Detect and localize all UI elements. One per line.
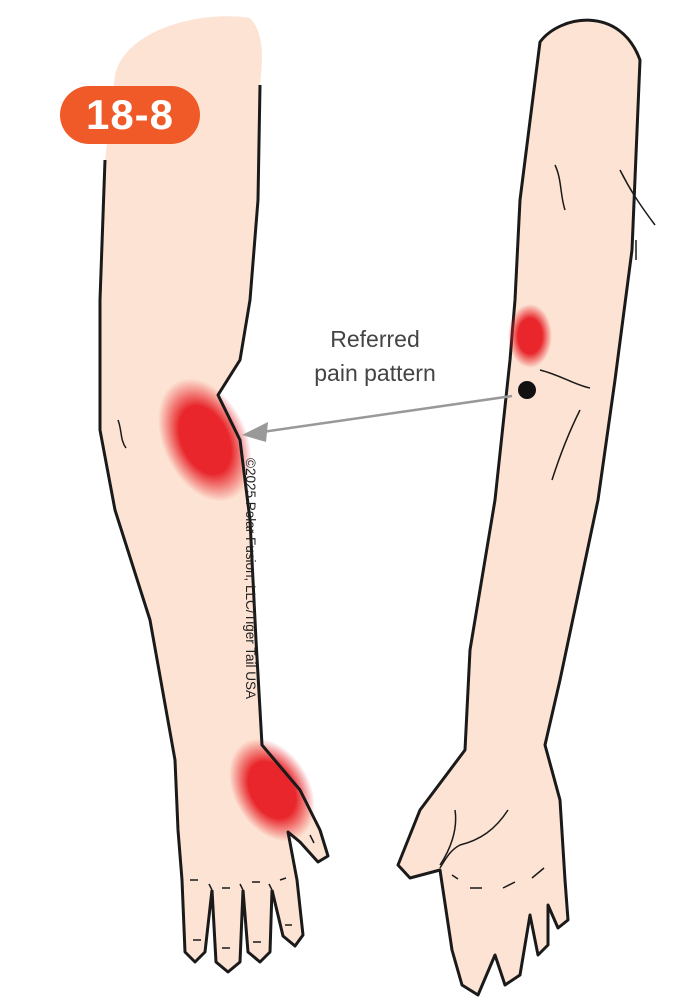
pain-area-elbow: [158, 378, 252, 502]
pain-area-forearm: [508, 304, 552, 368]
right-arm: [396, 18, 656, 997]
label-line-2: pain pattern: [314, 360, 436, 386]
figure-number-badge: 18-8: [60, 86, 200, 144]
copyright-text: ©2025 Polar Fusion, LLC/Tiger Tail USA: [243, 458, 258, 700]
label-line-1: Referred: [330, 326, 420, 352]
trigger-point-dot: [518, 381, 536, 399]
pain-area-hand: [229, 738, 315, 842]
referred-pain-label: Referred pain pattern: [300, 322, 450, 390]
arrow-head-icon: [242, 422, 268, 442]
referral-arrow: [242, 394, 513, 442]
left-arm: [98, 16, 330, 974]
